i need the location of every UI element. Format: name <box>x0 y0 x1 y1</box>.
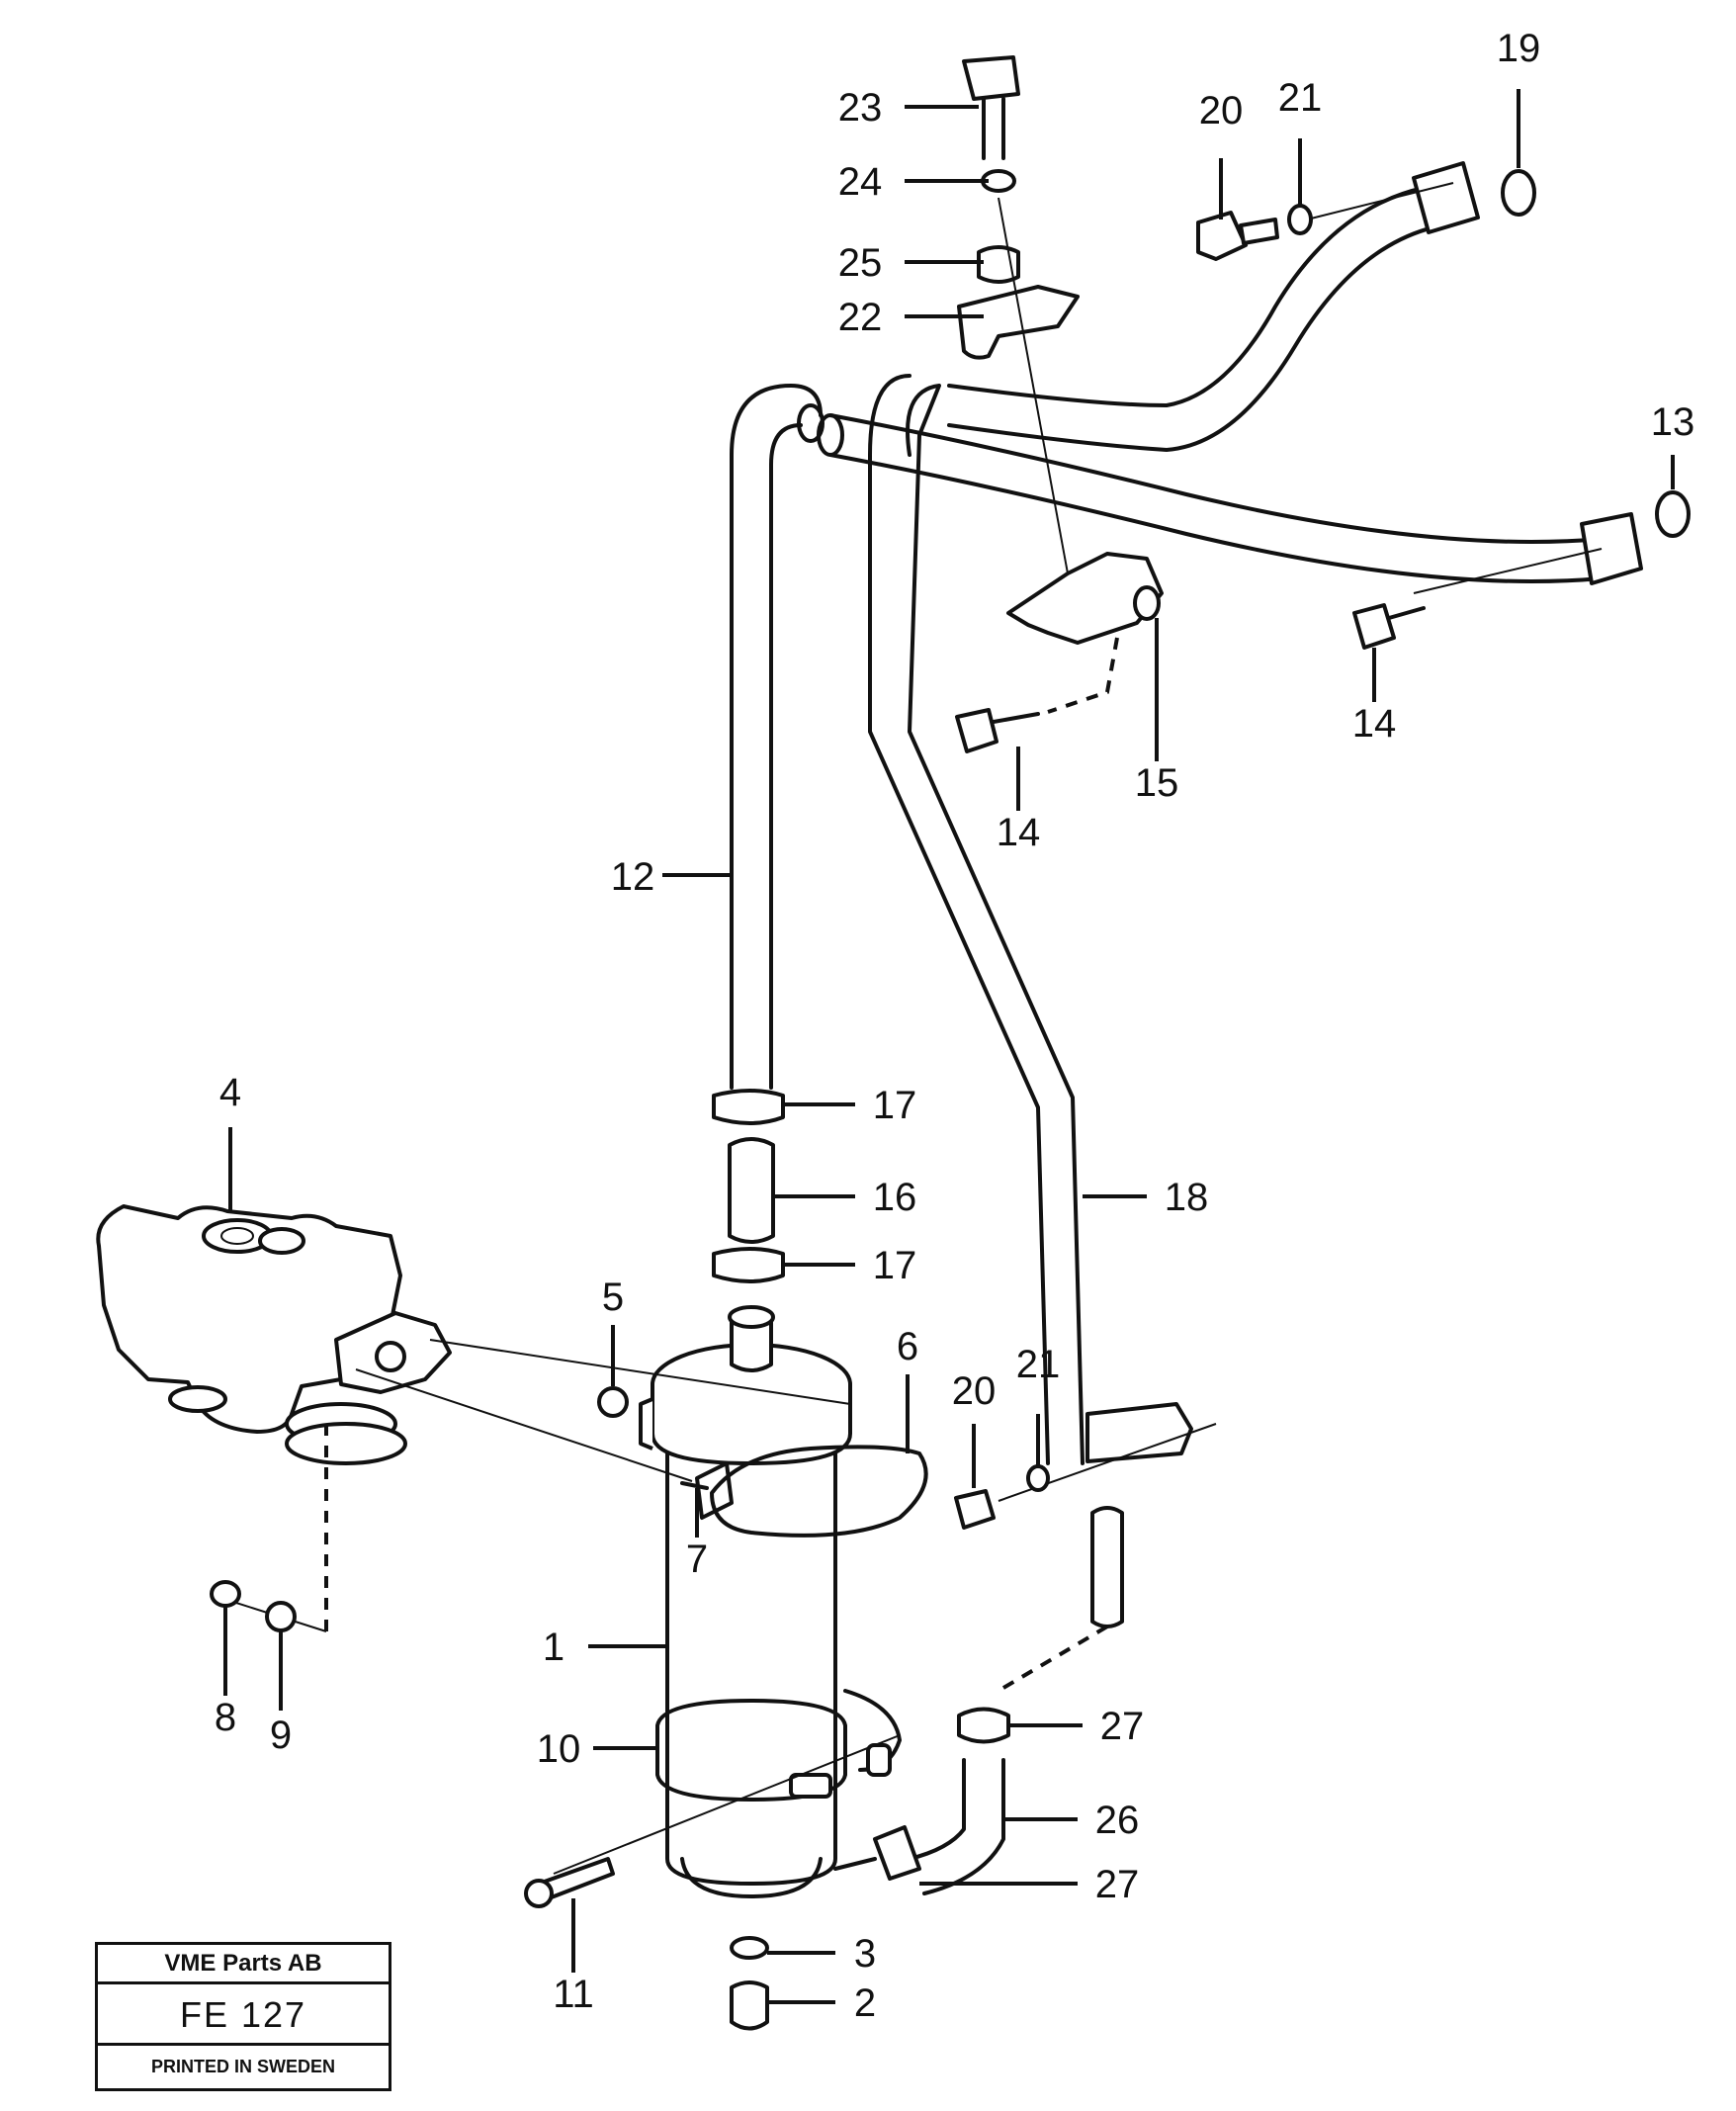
callout-17-lower: 17 <box>873 1244 917 1287</box>
callout-1: 1 <box>543 1626 564 1669</box>
washer-19 <box>1501 169 1536 217</box>
filter-bracket-4 <box>96 1204 452 1465</box>
bolt-20-top <box>1196 182 1454 261</box>
callout-6: 6 <box>897 1325 918 1368</box>
callout-22: 22 <box>838 296 883 339</box>
callout-21-lower: 21 <box>1016 1343 1061 1386</box>
washer-9 <box>265 1601 297 1632</box>
hose-16 <box>728 1137 775 1244</box>
callout-8: 8 <box>215 1696 236 1739</box>
bolt-20-lower <box>954 1489 996 1530</box>
callout-27-lower: 27 <box>1095 1863 1140 1906</box>
pipe-12 <box>730 384 823 1090</box>
callout-17-upper: 17 <box>873 1084 917 1127</box>
hose-clamp-17a <box>712 1089 785 1125</box>
callout-11: 11 <box>553 1973 594 2016</box>
callout-10: 10 <box>537 1727 581 1771</box>
washer-21-lower <box>1026 1464 1050 1492</box>
oil-filter-canister <box>639 1305 852 1898</box>
screw-7 <box>680 1481 709 1490</box>
callout-13: 13 <box>1651 400 1695 444</box>
washer-3 <box>730 1936 769 1960</box>
callout-19: 19 <box>1497 27 1541 70</box>
callout-20-lower: 20 <box>952 1369 997 1413</box>
callout-9: 9 <box>270 1714 292 1757</box>
callout-2: 2 <box>854 1981 876 2025</box>
washer-13 <box>1655 490 1691 538</box>
callout-3: 3 <box>854 1932 876 1976</box>
callout-5: 5 <box>602 1275 624 1319</box>
hose-clamp-17b <box>712 1247 785 1283</box>
callout-21-top: 21 <box>1278 76 1323 120</box>
pipe-18 <box>868 453 1050 1465</box>
callout-26: 26 <box>1095 1799 1140 1842</box>
hose-clamp-27a <box>957 1707 1010 1744</box>
nut-8 <box>210 1580 241 1608</box>
title-block: VME Parts AB FE 127 PRINTED IN SWEDEN <box>95 1942 391 2091</box>
hose-clamp-27b <box>873 1825 921 1881</box>
callout-labels: 23 24 25 22 20 21 19 13 14 15 14 12 17 1… <box>215 27 1694 2025</box>
diagram-code: FE 127 <box>98 1984 389 2046</box>
washer-5 <box>597 1386 629 1418</box>
hose-lower <box>1090 1506 1124 1628</box>
leader-lines <box>223 89 1675 2004</box>
callout-12: 12 <box>611 855 655 899</box>
callout-25: 25 <box>838 241 883 285</box>
bolt-14-mid <box>955 708 998 753</box>
callout-20-top: 20 <box>1199 89 1244 132</box>
printed-note: PRINTED IN SWEDEN <box>150 2057 335 2076</box>
clamp-lower-10 <box>655 1689 902 1802</box>
callout-23: 23 <box>838 86 883 130</box>
callout-18: 18 <box>1165 1176 1209 1219</box>
bolt-23 <box>957 55 1080 574</box>
company-name: VME Parts AB <box>98 1945 389 1984</box>
drain-plug-2 <box>730 1980 769 2031</box>
callout-27-upper: 27 <box>1100 1705 1145 1748</box>
clip-22 <box>957 285 1080 360</box>
callout-7: 7 <box>686 1538 708 1581</box>
callout-4: 4 <box>219 1071 241 1114</box>
bolt-11 <box>524 1734 901 1908</box>
callout-24: 24 <box>838 160 883 204</box>
clamp-upper-6 <box>695 1445 928 1538</box>
pipe-13 <box>828 413 1604 544</box>
hose-26 <box>908 1758 966 1861</box>
callout-14-mid: 14 <box>997 811 1041 854</box>
callout-16: 16 <box>873 1176 917 1219</box>
callout-14-right: 14 <box>1352 702 1397 746</box>
bolt-14-right <box>1352 603 1396 650</box>
callout-15: 15 <box>1135 761 1179 805</box>
pipe-19 <box>947 186 1426 407</box>
bracket-18 <box>1085 1402 1193 1463</box>
